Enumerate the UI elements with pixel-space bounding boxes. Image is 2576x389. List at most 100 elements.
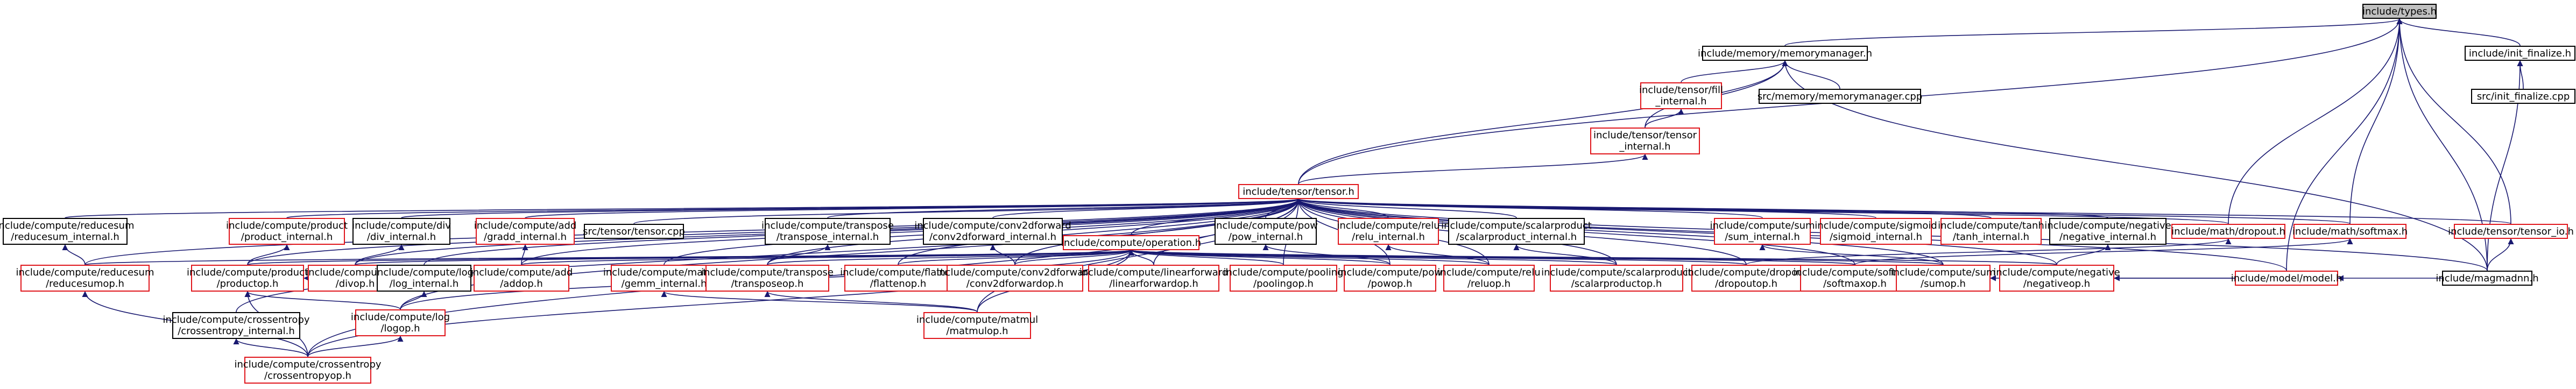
node-include-compute-negative-negativeop-h[interactable]: include/compute/negative/negativeop.h — [1993, 265, 2120, 292]
edge-addop-to-operation — [521, 249, 1134, 265]
edge-reluint-to-tensor — [1295, 198, 1389, 218]
edge-tensor-to-memmgr — [1298, 60, 1788, 185]
node-include-compute-flatten-flattenop-h[interactable]: include/compute/flatten/flattenop.h — [840, 265, 956, 292]
node-include-compute-dropout-dropoutop-h[interactable]: include/compute/dropout/dropoutop.h — [1685, 265, 1808, 292]
edge-tensorio-to-tensor — [1296, 198, 2511, 224]
node-include-magmadnn-h[interactable]: include/magmadnn.h — [2436, 271, 2539, 286]
edge-sumop-to-sumint — [1759, 244, 1944, 265]
edge-reducesumop-to-tensor — [84, 198, 1302, 265]
edge-logop-to-productop — [244, 291, 401, 310]
edge-tensor-to-tensorint — [1298, 153, 1648, 185]
edge-negativeop-to-tensor — [1295, 198, 2057, 265]
edge-tensorfill-to-memmgr — [1681, 60, 1788, 83]
edge-addint-to-tensor — [525, 198, 1301, 218]
node-include-tensor-tensor-io-h[interactable]: include/tensor/tensor_io.h — [2448, 224, 2574, 239]
node-include-memory-memorymanager-h[interactable]: include/memory/memorymanager.h — [1698, 46, 1872, 61]
node-src-tensor-tensor-cpp[interactable]: src/tensor/tensor.cpp — [583, 224, 685, 239]
edge-crossentop-to-crossentint — [233, 338, 308, 357]
node-include-math-dropout-h[interactable]: include/math/dropout.h — [2171, 224, 2285, 239]
edge-softmax-to-types — [2349, 18, 2403, 224]
node-include-compute-pow-pow-internal-h[interactable]: include/compute/pow/pow_internal.h — [1213, 218, 1318, 245]
edge-initfincpp-to-initfin — [2517, 60, 2524, 89]
edge-matmulop-to-matmulint — [661, 291, 978, 313]
edge-transposeint-to-tensor — [827, 198, 1302, 218]
edge-flattenop-to-tensor — [898, 198, 1302, 265]
edge-divop-to-divint — [355, 244, 405, 265]
edge-initfin-to-types — [2396, 18, 2521, 46]
node-include-compute-scalarproduct-internal-h[interactable]: include/compute/scalarproduct/scalarprod… — [1441, 218, 1592, 245]
edge-scalarprodint-to-tensor — [1295, 198, 1517, 218]
edge-transposeop-to-operation — [767, 249, 1134, 265]
node-include-compute-add-gradd-internal-h[interactable]: include/compute/add/gradd_internal.h — [474, 218, 576, 245]
node-include-compute-transpose-transpose-internal-h[interactable]: include/compute/transpose/transpose_inte… — [761, 218, 894, 245]
node-include-compute-reducesum-reducesum-internal-h[interactable]: include/compute/reducesum/reducesum_inte… — [0, 218, 134, 245]
node-include-compute-conv2dforward-internal-h[interactable]: include/compute/conv2dforward/conv2dforw… — [914, 218, 1071, 245]
node-include-compute-matmul-gemm-internal-h[interactable]: include/compute/matmul/gemm_internal.h — [603, 265, 725, 292]
edge-dropout-to-types — [2228, 18, 2403, 224]
edge-logop-to-logint — [400, 291, 427, 310]
edge-matmulop-to-transposeop — [764, 291, 978, 313]
node-src-init-finalize-cpp[interactable]: src/init_finalize.cpp — [2471, 89, 2575, 104]
node-include-tensor-fill-internal-h[interactable]: include/tensor/fill_internal.h — [1639, 82, 1723, 109]
node-include-compute-tanh-tanh-internal-h[interactable]: include/compute/tanh/tanh_internal.h — [1938, 218, 2044, 245]
node-include-math-softmax-h[interactable]: include/math/softmax.h — [2292, 224, 2408, 239]
edge-negativeop-to-negativeint — [2056, 244, 2111, 265]
edge-addop-to-tensor — [521, 198, 1302, 265]
edge-addop-to-addint — [521, 244, 528, 265]
edge-dropoutop-to-operation — [1128, 249, 1747, 265]
edge-conv2dfwdint-to-tensor — [992, 198, 1302, 218]
node-include-compute-div-div-internal-h[interactable]: include/compute/div/div_internal.h — [352, 218, 451, 245]
node-include-compute-relu-reluop-h[interactable]: include/compute/relu/reluop.h — [1437, 265, 1541, 292]
node-include-model-model-h[interactable]: include/model/model.h — [2231, 271, 2342, 286]
node-include-compute-pooling-poolingop-h[interactable]: include/compute/pooling/poolingop.h — [1223, 265, 1344, 292]
node-src-memory-memorymanager-cpp[interactable]: src/memory/memorymanager.cpp — [1758, 89, 1922, 104]
node-include-tensor-tensor-h[interactable]: include/tensor/tensor.h — [1238, 184, 1359, 199]
node-include-compute-transpose-transposeop-h[interactable]: include/compute/transpose/transposeop.h — [701, 265, 834, 292]
edge-reducesumop-to-reducesumint — [62, 244, 86, 265]
edge-sumop-to-tensor — [1295, 198, 1944, 265]
edge-poolingop-to-operation — [1128, 249, 1284, 265]
node-include-compute-softmax-softmaxop-h[interactable]: include/compute/softmax/softmaxop.h — [1793, 265, 1917, 292]
edge-conv2dfwdop-to-operation — [1014, 249, 1134, 265]
edge-tensorio-to-types — [2396, 18, 2511, 224]
edge-scalarprodop-to-scalarprodint — [1513, 244, 1617, 265]
node-include-init-finalize-h[interactable]: include/init_finalize.h — [2465, 46, 2575, 61]
edge-tensorint-to-tensorfill — [1645, 108, 1684, 128]
edge-divint-to-tensor — [401, 198, 1301, 218]
node-include-types-h[interactable]: include/types.h — [2362, 4, 2437, 19]
edge-productop-to-productint — [247, 244, 290, 265]
edge-reluop-to-operation — [1128, 249, 1490, 265]
edge-negativeop-to-operation — [1128, 249, 2057, 265]
edge-reducesumop-to-operation — [84, 249, 1134, 265]
node-include-compute-log-logop-h[interactable]: include/compute/log/logop.h — [351, 309, 450, 336]
node-include-compute-add-addop-h[interactable]: include/compute/add/addop.h — [470, 265, 573, 292]
edge-powop-to-operation — [1128, 249, 1391, 265]
node-include-compute-crossentropy-crossentropyop-h[interactable]: include/compute/crossentropy/crossentrop… — [234, 357, 382, 384]
node-include-compute-log-log-internal-h[interactable]: include/compute/log/log_internal.h — [375, 265, 474, 292]
node-include-compute-product-product-internal-h[interactable]: include/compute/product/product_internal… — [226, 218, 348, 245]
edge-memmgr-to-types — [1784, 18, 2403, 46]
edge-reluop-to-reluint — [1385, 244, 1490, 265]
node-include-compute-conv2dforward-conv2dforwardop-h[interactable]: include/compute/conv2dforward/conv2dforw… — [936, 265, 1093, 292]
node-include-compute-negative-negative-internal-h[interactable]: include/compute/negative/negative_intern… — [2044, 218, 2171, 245]
edge-model-to-types — [2286, 18, 2403, 271]
node-include-compute-crossentropy-crossentropy-internal-h[interactable]: include/compute/crossentropy/crossentrop… — [163, 312, 310, 339]
edge-crossentop-to-logop — [307, 335, 404, 357]
node-include-compute-relu-relu-internal-h[interactable]: include/compute/relu/relu_internal.h — [1337, 218, 1440, 245]
node-include-compute-sum-sumop-h[interactable]: include/compute/sum/sumop.h — [1890, 265, 1996, 292]
edge-flattenop-to-operation — [898, 249, 1134, 265]
node-include-compute-product-productop-h[interactable]: include/compute/product/productop.h — [187, 265, 308, 292]
node-include-compute-sum-sum-internal-h[interactable]: include/compute/sum/sum_internal.h — [1710, 218, 1815, 245]
node-include-compute-pow-powop-h[interactable]: include/compute/pow/powop.h — [1338, 265, 1442, 292]
node-include-compute-reducesum-reducesumop-h[interactable]: include/compute/reducesum/reducesumop.h — [16, 265, 154, 292]
node-include-compute-scalarproduct-scalarproductop-h[interactable]: include/compute/scalarproduct/scalarprod… — [1541, 265, 1692, 292]
node-include-compute-matmul-matmulop-h[interactable]: include/compute/matmul/matmulop.h — [916, 312, 1038, 339]
node-include-tensor-tensor-internal-h[interactable]: include/tensor/tensor_internal.h — [1590, 128, 1700, 154]
node-include-compute-sigmoid-sigmoid-internal-h[interactable]: include/compute/sigmoid/sigmoid_internal… — [1815, 218, 1937, 245]
edge-magmadnn-to-tensorio — [2487, 238, 2514, 271]
node-include-compute-linearforward-linearforwardop-h[interactable]: include/compute/linearforward/linearforw… — [1079, 265, 1228, 292]
node-include-compute-operation-h[interactable]: include/compute/operation.h — [1061, 235, 1201, 250]
edge-transposeop-to-transposeint — [767, 244, 831, 265]
